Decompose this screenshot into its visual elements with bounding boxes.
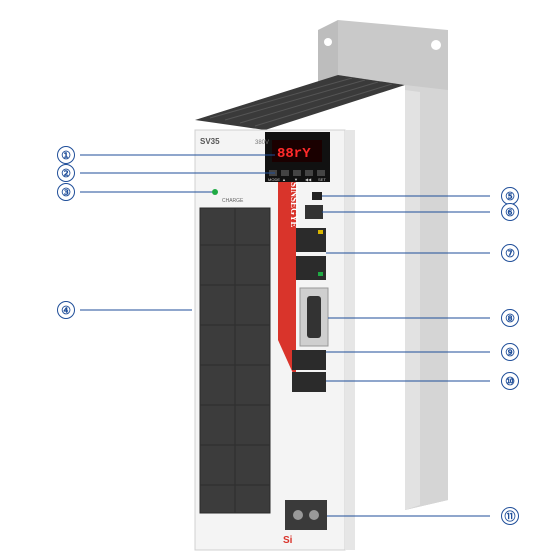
top-fins <box>195 75 405 130</box>
mounting-bracket <box>318 20 338 85</box>
mount-hole-left <box>324 38 332 46</box>
key-labels: MODE ▲ ▼ ◀◀ SET <box>268 177 326 182</box>
key-label: ▼ <box>294 177 298 182</box>
connector-upper <box>292 350 326 370</box>
callout-10: ⑩ <box>501 372 519 390</box>
connector-lower <box>292 372 326 392</box>
model-label: SV35 <box>200 137 220 146</box>
key-label: MODE <box>268 177 280 182</box>
callout-11: ⑪ <box>501 507 519 525</box>
brand-stripe <box>278 170 296 380</box>
front-edge <box>345 130 355 550</box>
display-window <box>272 140 322 162</box>
callout-7: ⑦ <box>501 244 519 262</box>
charge-led <box>212 189 218 195</box>
fin-lines <box>209 77 393 127</box>
brand-logo: Si <box>283 535 293 546</box>
callout-6: ⑥ <box>501 203 519 221</box>
charge-label: CHARGE <box>222 198 244 204</box>
terminal-block <box>285 500 327 530</box>
cover-slats <box>200 208 270 513</box>
db-connector <box>307 296 321 338</box>
callout-4: ④ <box>57 301 75 319</box>
leader-lines <box>80 154 490 517</box>
voltage-label: 380V <box>255 140 269 146</box>
display-readout: 88rY <box>277 146 311 162</box>
usb-port <box>312 192 322 200</box>
mount-hole-right <box>431 40 441 50</box>
ethernet-port-2 <box>296 256 326 280</box>
mini-port <box>305 205 323 219</box>
key-label: ▲ <box>282 177 286 182</box>
callout-2: ② <box>57 164 75 182</box>
brand-label: SINSEGYE <box>289 182 299 228</box>
callout-9: ⑨ <box>501 343 519 361</box>
callout-1: ① <box>57 146 75 164</box>
callout-8: ⑧ <box>501 309 519 327</box>
key-label: ◀◀ <box>305 177 312 182</box>
key-label: SET <box>318 177 326 182</box>
callout-3: ③ <box>57 183 75 201</box>
